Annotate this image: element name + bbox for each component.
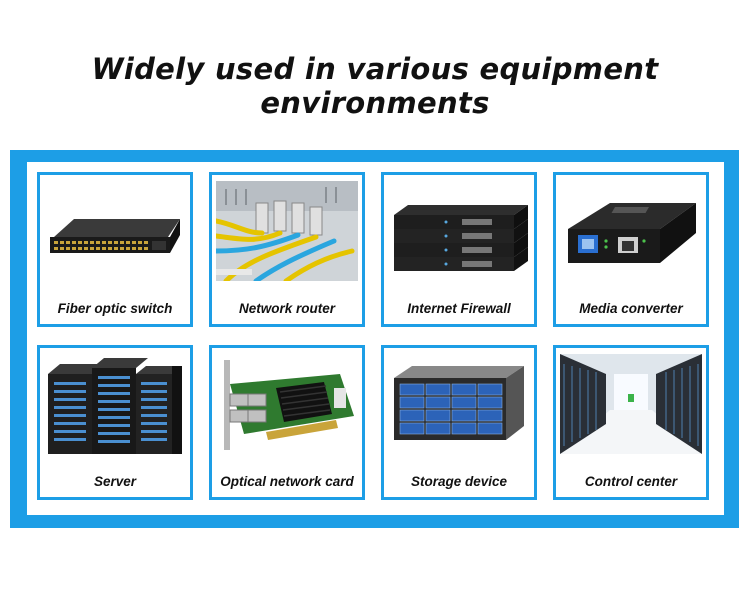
- storage-device-image: [394, 366, 524, 440]
- equipment-grid: Fiber optic switch: [27, 162, 724, 515]
- fiber-optic-switch-image: [50, 219, 180, 253]
- server-image: [48, 358, 182, 454]
- card-label: Internet Firewall: [407, 301, 511, 316]
- card-media-converter: Media converter: [553, 172, 709, 327]
- card-storage-device: Storage device: [381, 345, 537, 500]
- card-network-router: Network router: [209, 172, 365, 327]
- card-server: Server: [37, 345, 193, 500]
- card-fiber-optic-switch: Fiber optic switch: [37, 172, 193, 327]
- card-label: Fiber optic switch: [57, 301, 173, 316]
- card-label: Media converter: [579, 301, 683, 316]
- card-label: Control center: [584, 474, 678, 489]
- internet-firewall-image: [394, 205, 528, 271]
- card-internet-firewall: Internet Firewall: [381, 172, 537, 327]
- control-center-image: [560, 354, 702, 454]
- card-label: Network router: [238, 301, 336, 316]
- card-label: Storage device: [410, 474, 508, 489]
- card-label: Optical network card: [220, 474, 354, 489]
- media-converter-image: [568, 203, 696, 263]
- card-optical-network-card: Optical network card: [209, 345, 365, 500]
- page-title: Widely used in various equipment environ…: [91, 52, 659, 120]
- network-router-image: [216, 181, 358, 281]
- equipment-panel: Fiber optic switch: [10, 150, 739, 528]
- card-label: Server: [93, 474, 137, 489]
- optical-network-card-image: [224, 360, 354, 450]
- card-control-center: Control center: [553, 345, 709, 500]
